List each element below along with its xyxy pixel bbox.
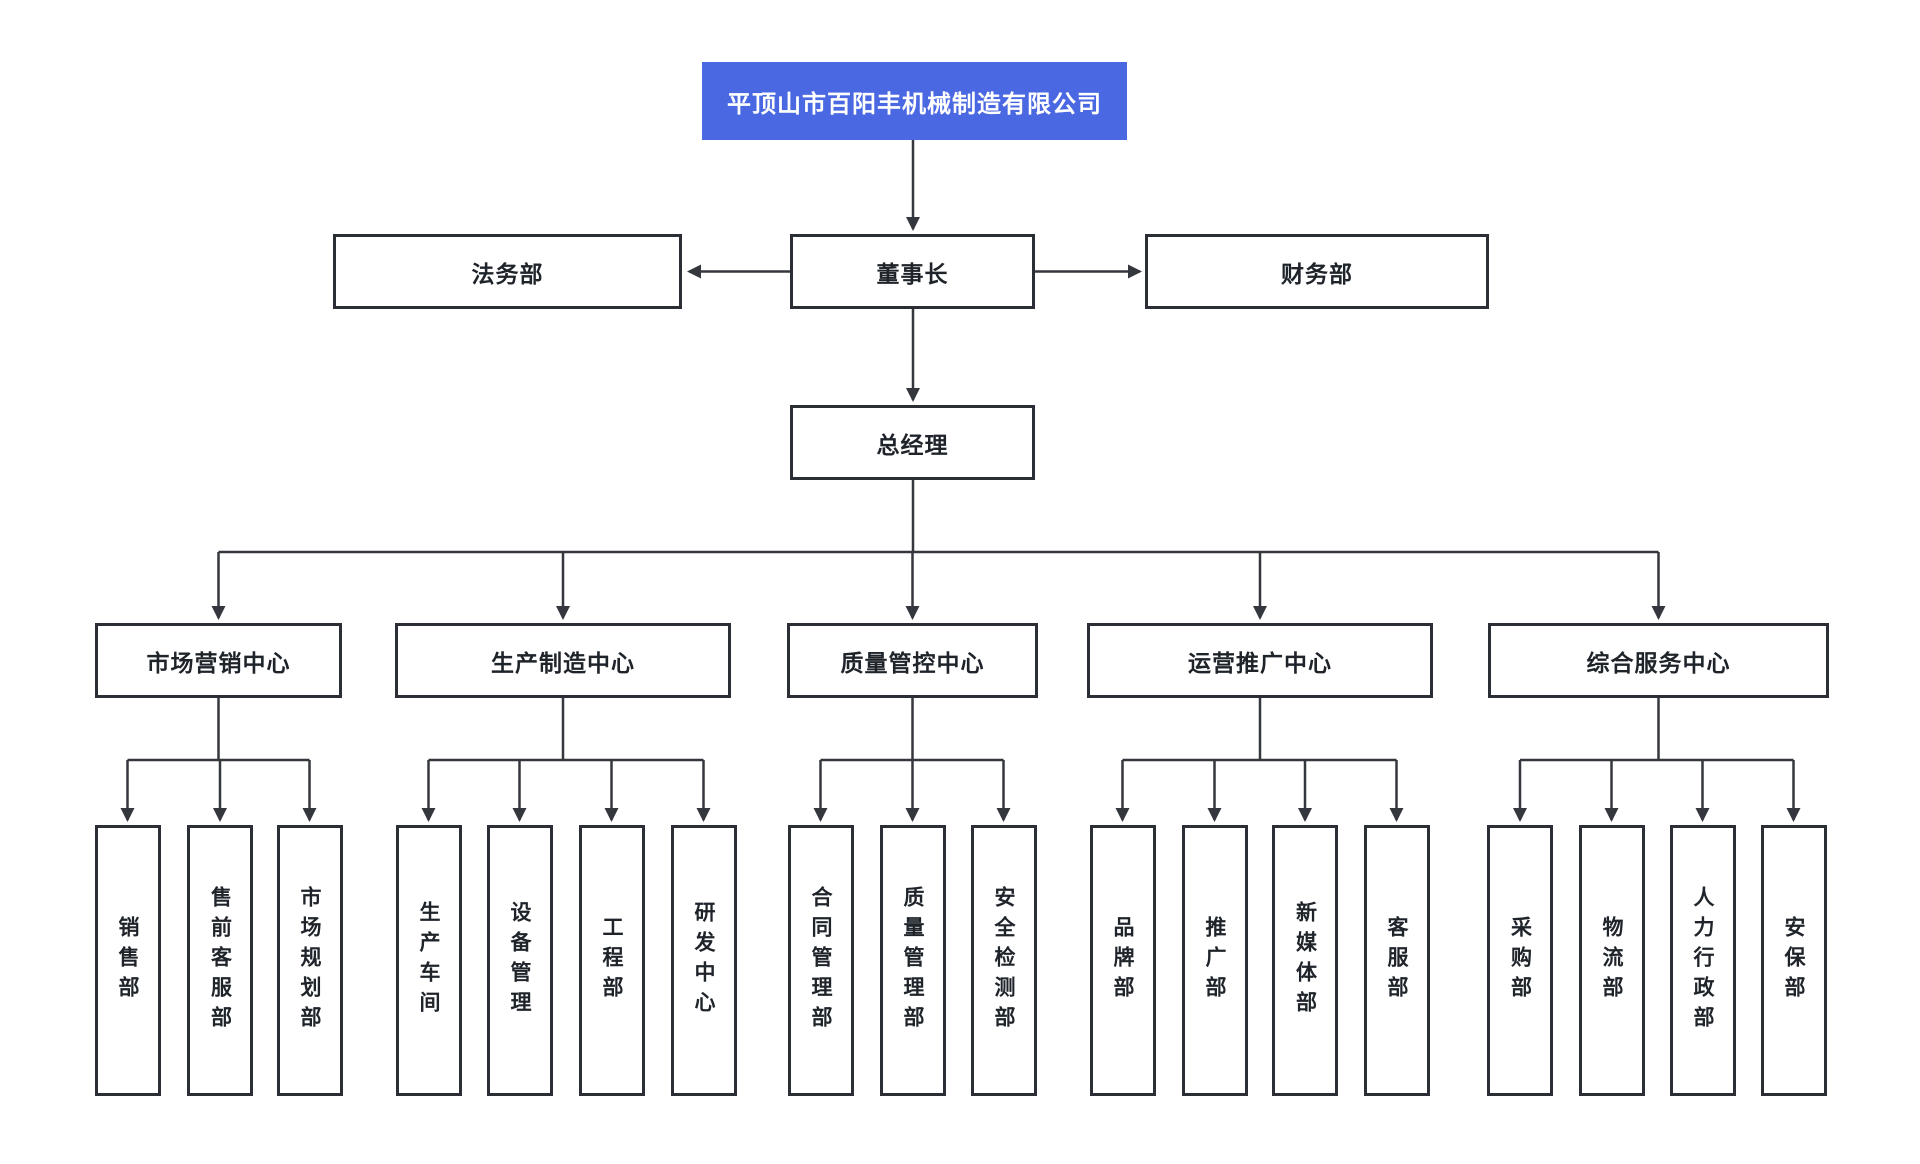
dept-node-hr-admin[interactable]: 人力行政部 (1669, 825, 1736, 1096)
dept-label-safety-inspection: 安全检测部 (992, 885, 1015, 1036)
legal-dept-node[interactable]: 法务部 (333, 234, 682, 309)
dept-node-promotion[interactable]: 推广部 (1181, 825, 1248, 1096)
center-label-production: 生产制造中心 (491, 649, 635, 676)
dept-label-hr-admin: 人力行政部 (1691, 885, 1714, 1036)
dept-node-engineering[interactable]: 工程部 (578, 825, 645, 1096)
dept-node-logistics[interactable]: 物流部 (1578, 825, 1645, 1096)
company-root-label: 平顶山市百阳丰机械制造有限公司 (727, 90, 1102, 118)
dept-node-new-media[interactable]: 新媒体部 (1272, 825, 1338, 1096)
dept-node-security[interactable]: 安保部 (1760, 825, 1827, 1096)
center-label-quality: 质量管控中心 (840, 649, 985, 676)
finance-dept-label: 财务部 (1281, 260, 1353, 287)
dept-label-engineering: 工程部 (600, 915, 623, 1006)
dept-label-market-planning: 市场规划部 (298, 885, 321, 1036)
dept-label-sales: 销售部 (116, 915, 139, 1006)
center-label-operations: 运营推广中心 (1188, 649, 1332, 676)
legal-dept-label: 法务部 (471, 260, 544, 287)
dept-node-brand[interactable]: 品牌部 (1089, 825, 1156, 1096)
dept-node-safety-inspection[interactable]: 安全检测部 (970, 825, 1037, 1096)
center-node-production[interactable]: 生产制造中心 (395, 623, 731, 698)
dept-label-brand: 品牌部 (1111, 915, 1134, 1006)
finance-dept-node[interactable]: 财务部 (1145, 234, 1489, 309)
dept-label-new-media: 新媒体部 (1293, 900, 1317, 1021)
dept-label-rnd-center: 研发中心 (692, 900, 715, 1021)
dept-label-presales-service: 售前客服部 (208, 885, 232, 1036)
dept-node-sales[interactable]: 销售部 (94, 825, 161, 1096)
center-node-marketing[interactable]: 市场营销中心 (95, 623, 342, 698)
general-manager-node[interactable]: 总经理 (790, 405, 1035, 480)
dept-label-security: 安保部 (1782, 915, 1805, 1006)
chairman-node[interactable]: 董事长 (790, 234, 1035, 309)
dept-node-rnd-center[interactable]: 研发中心 (670, 825, 737, 1096)
dept-node-customer-service[interactable]: 客服部 (1363, 825, 1430, 1096)
dept-node-equipment-management[interactable]: 设备管理 (486, 825, 553, 1096)
dept-node-procurement[interactable]: 采购部 (1487, 825, 1553, 1096)
chairman-label: 董事长 (876, 260, 949, 287)
dept-label-production-workshop: 生产车间 (417, 900, 440, 1021)
dept-node-market-planning[interactable]: 市场规划部 (276, 825, 343, 1096)
center-node-operations[interactable]: 运营推广中心 (1087, 623, 1433, 698)
general-manager-label: 总经理 (876, 431, 949, 458)
dept-node-production-workshop[interactable]: 生产车间 (395, 825, 462, 1096)
center-label-marketing: 市场营销中心 (146, 649, 291, 676)
dept-label-promotion: 推广部 (1203, 915, 1226, 1006)
dept-label-customer-service: 客服部 (1385, 915, 1408, 1006)
dept-label-equipment-management: 设备管理 (508, 900, 531, 1021)
dept-node-contract-management[interactable]: 合同管理部 (787, 825, 854, 1096)
dept-node-presales-service[interactable]: 售前客服部 (187, 825, 253, 1096)
dept-label-contract-management: 合同管理部 (809, 885, 832, 1036)
center-node-quality[interactable]: 质量管控中心 (787, 623, 1038, 698)
center-node-services[interactable]: 综合服务中心 (1488, 623, 1829, 698)
center-label-services: 综合服务中心 (1586, 649, 1731, 676)
dept-label-logistics: 物流部 (1600, 915, 1623, 1006)
company-root-node[interactable]: 平顶山市百阳丰机械制造有限公司 (702, 62, 1127, 140)
dept-node-quality-management[interactable]: 质量管理部 (879, 825, 946, 1096)
dept-label-quality-management: 质量管理部 (901, 885, 924, 1036)
dept-label-procurement: 采购部 (1508, 915, 1532, 1006)
